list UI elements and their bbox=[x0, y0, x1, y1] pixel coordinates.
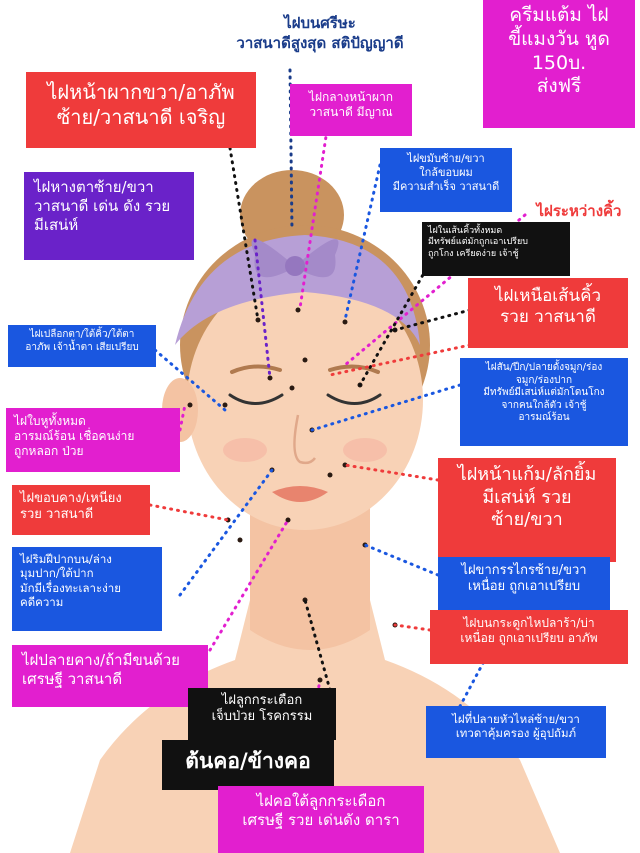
label-cheek: ไฝหน้าแก้ม/ลักยิ้ม มีเสน่ห์ รวย ซ้าย/ขวา bbox=[438, 458, 616, 562]
eye-right bbox=[326, 393, 382, 405]
face-shape bbox=[187, 270, 423, 530]
label-temple: ไฝขมับซ้าย/ขวา ใกล้ขอบผม มีความสำเร็จ วา… bbox=[380, 148, 512, 212]
label-nose: ไฝสัน/ปีก/ปลายดั้งจมูก/ร่อง จมูก/ร่องปาก… bbox=[460, 358, 628, 446]
headband-bow-left bbox=[251, 239, 290, 278]
label-top-head: ไฝบนศรีษะ วาสนาดีสูงสุด สติปัญญาดี bbox=[236, 14, 404, 52]
label-eye-corner: ไฝหางตาซ้าย/ขวา วาสนาดี เด่น ดัง รวย มีเ… bbox=[24, 172, 194, 260]
eye-left bbox=[228, 393, 284, 405]
label-neck: ต้นคอ/ข้างคอ bbox=[162, 740, 334, 790]
label-adams-apple: ไฝลูกกระเดือก เจ็บป่วย โรคกรรม bbox=[188, 688, 336, 740]
label-below-adams-apple: ไฝคอใต้ลูกกระเดือก เศรษฐี รวย เด่นดัง ดา… bbox=[218, 786, 424, 853]
headband-bow-knot bbox=[285, 256, 305, 276]
label-jaw-bone: ไฝขากรรไกรซ้าย/ขวา เหนื่อย ถูกเอาเปรียบ bbox=[438, 557, 610, 611]
label-chin-tip: ไฝปลายคาง/ถ้ามีขนด้วย เศรษฐี วาสนาดี bbox=[12, 645, 208, 707]
label-lips: ไฝริมฝีปากบน/ล่าง มุมปาก/ใต้ปาก มักมีเรื… bbox=[12, 547, 162, 631]
label-forehead-center: ไฝกลางหน้าผาก วาสนาดี มีญาณ bbox=[290, 84, 412, 136]
label-collarbone: ไฝบนกระดูกไหปลาร้า/บ่า เหนื่อย ถูกเอาเปร… bbox=[430, 610, 628, 664]
label-shoulder-tip: ไฝที่ปลายหัวไหล่ซ้าย/ขวา เทวดาคุ้มครอง ผ… bbox=[426, 706, 606, 758]
label-above-brow: ไฝเหนือเส้นคิ้ว รวย วาสนาดี bbox=[468, 278, 628, 348]
neck-shape bbox=[250, 500, 370, 650]
label-eyelid: ไฝเปลือกตา/ใต้คิ้ว/ใต้ตา อาภัพ เจ้าน้ำตา… bbox=[8, 325, 156, 367]
blush-left bbox=[223, 438, 267, 462]
label-in-brow: ไฝในเส้นคิ้วทั้งหมด มีทรัพย์แต่มักถูกเอา… bbox=[422, 222, 570, 276]
nose bbox=[293, 414, 317, 465]
eyebrow-right bbox=[328, 364, 380, 374]
label-jaw-edge: ไฝขอบคาง/เหนียง รวย วาสนาดี bbox=[12, 485, 150, 535]
promo-badge: ครีมแต้ม ไฝ ขี้แมงวัน หูด 150บ. ส่งฟรี bbox=[483, 0, 635, 128]
label-between-brows: ไฝระหว่างคิ้ว bbox=[536, 202, 622, 220]
headband-bow-right bbox=[300, 239, 339, 278]
lips bbox=[272, 486, 328, 502]
blush-right bbox=[343, 438, 387, 462]
label-forehead-side: ไฝหน้าผากขวา/อาภัพ ซ้าย/วาสนาดี เจริญ bbox=[26, 72, 256, 148]
label-ear: ไฝใบหูทั้งหมด อารมณ์ร้อน เชื่อคนง่าย ถูก… bbox=[6, 408, 180, 472]
eyebrow-left bbox=[230, 364, 282, 374]
